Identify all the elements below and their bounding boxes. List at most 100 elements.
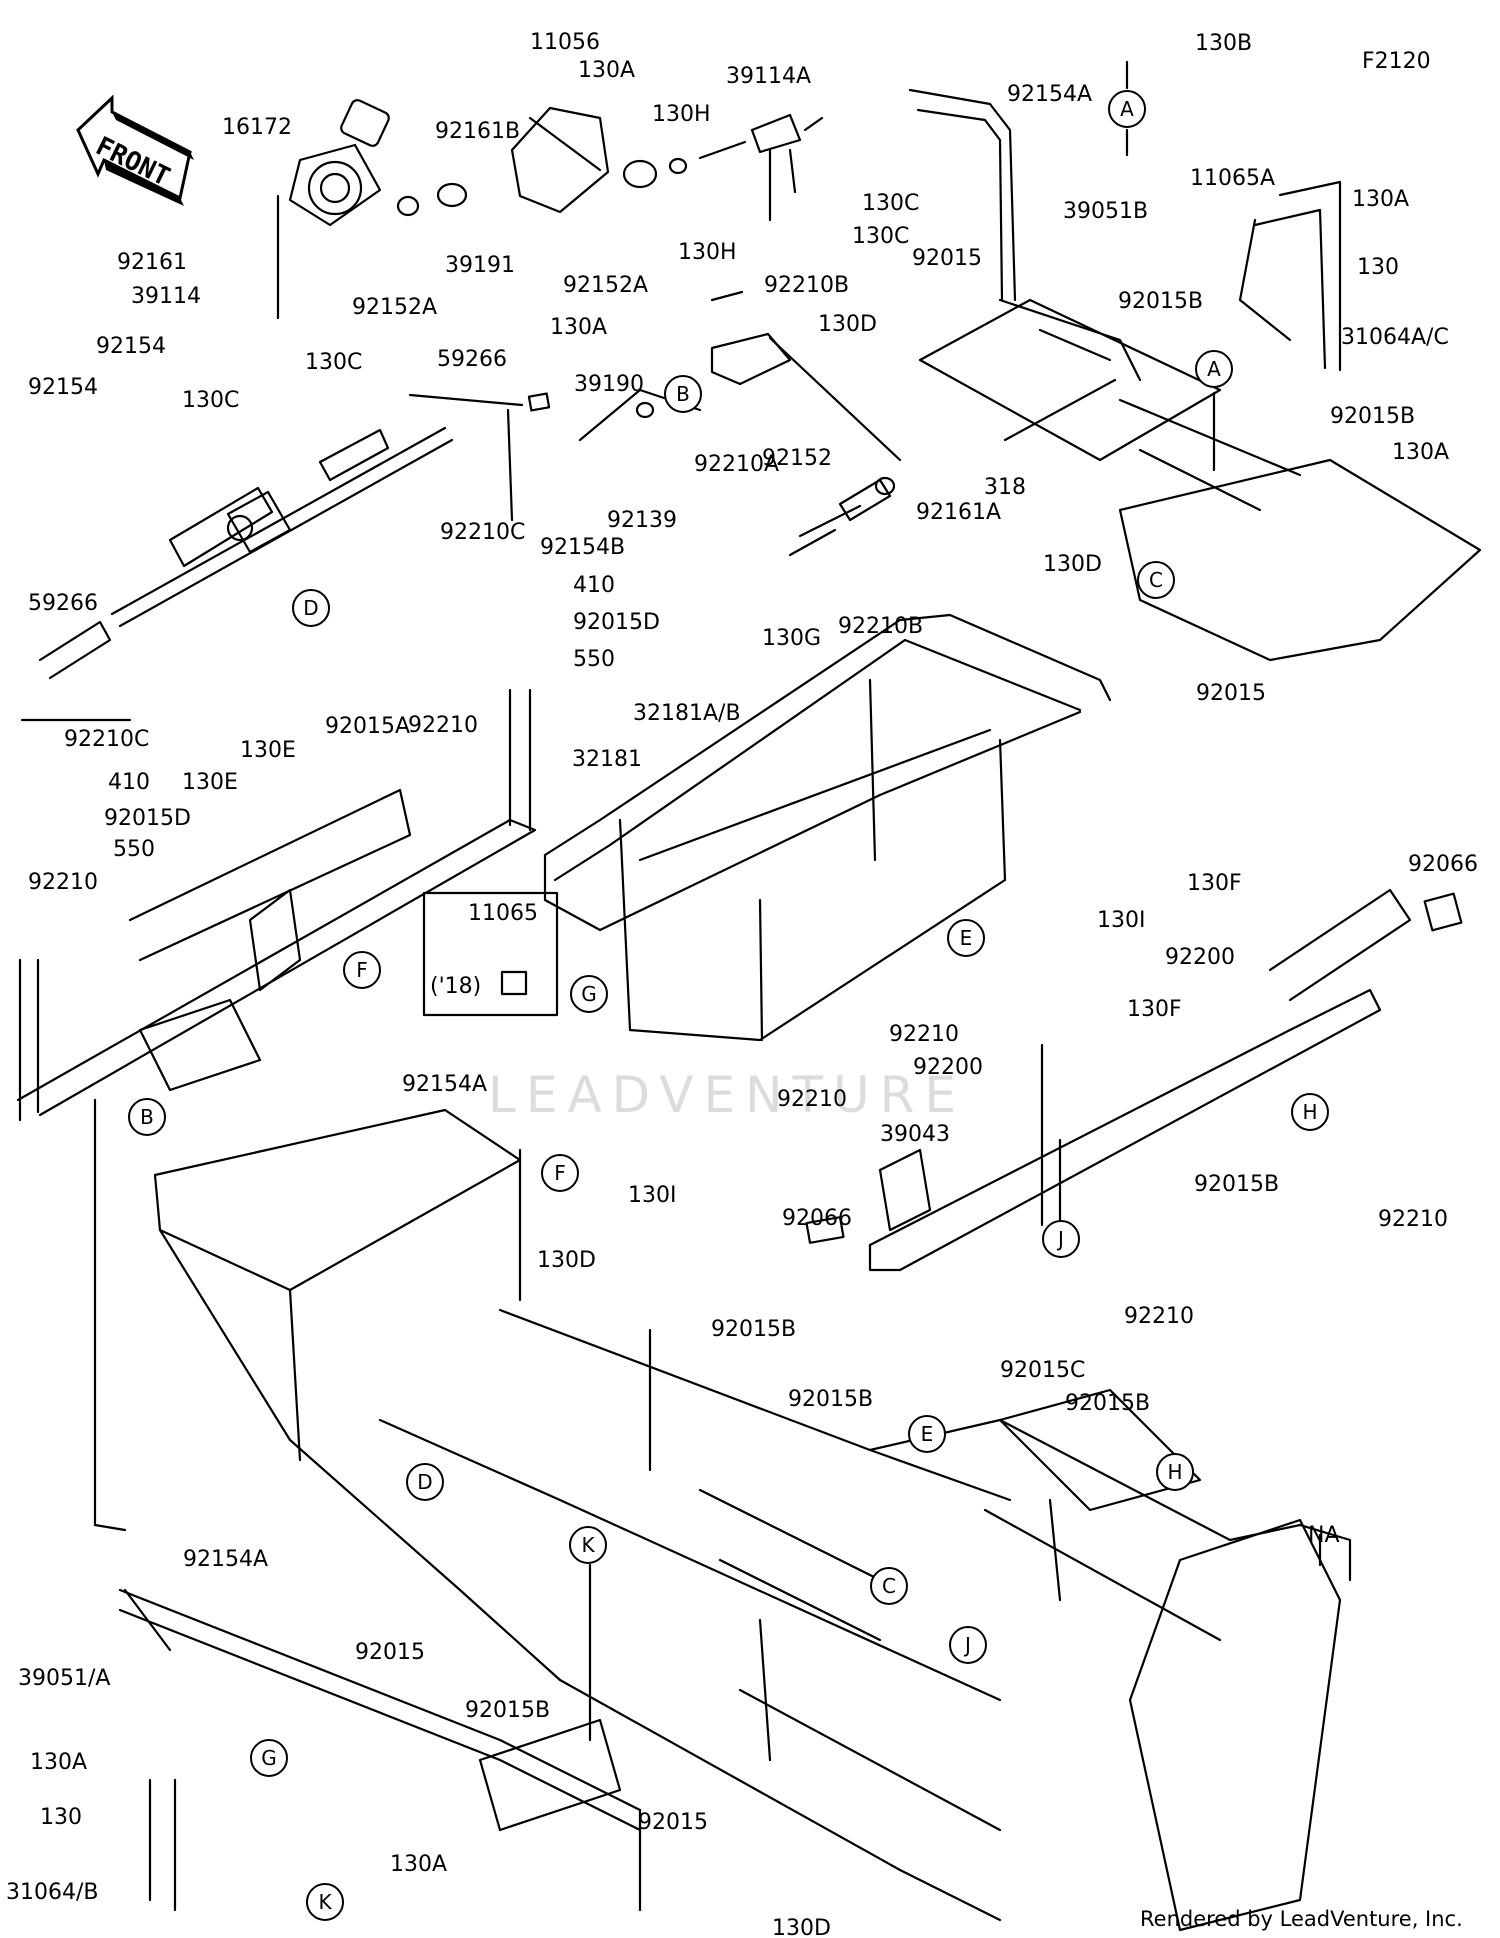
- part-label-92210A: 92210A: [694, 452, 779, 477]
- callout-circle: [1156, 1453, 1194, 1491]
- part-label-130A-d: 130A: [1392, 440, 1449, 465]
- part-label-92152A-a: 92152A: [352, 295, 437, 320]
- callout-circle: [541, 1154, 579, 1192]
- part-label-92161: 92161: [117, 250, 187, 275]
- rear-cargo-frame: [910, 62, 1480, 660]
- part-label-130C-c: 130C: [305, 350, 362, 375]
- arm-92161A: [790, 478, 894, 555]
- part-label-130A-f: 130A: [390, 1852, 447, 1877]
- part-label-39190: 39190: [574, 372, 644, 397]
- part-label-92152: 92152: [762, 446, 832, 471]
- figure-id: F2120: [1362, 49, 1431, 74]
- part-label-130G: 130G: [762, 626, 821, 651]
- callout-A-2: A: [1195, 350, 1233, 388]
- bracket-39190: [580, 292, 900, 460]
- callout-F-1: F: [343, 951, 381, 989]
- part-label-92015B-g: 92015B: [1065, 1391, 1150, 1416]
- callout-E-2: E: [908, 1415, 946, 1453]
- part-label-318: 318: [984, 475, 1026, 500]
- part-label-410-b: 410: [108, 770, 150, 795]
- part-label-130B: 130B: [1195, 31, 1252, 56]
- callout-circle: [570, 975, 608, 1013]
- callout-circle: [870, 1567, 908, 1605]
- part-label-92015B-f: 92015B: [788, 1387, 873, 1412]
- part-label-92066-a: 92066: [1408, 852, 1478, 877]
- part-label-130-a: 130: [1357, 255, 1399, 280]
- part-label-31064AC: 31064A/C: [1341, 325, 1449, 350]
- part-label-130D-c: 130D: [537, 1248, 596, 1273]
- front-arrow: FRONT: [76, 94, 194, 206]
- part-label-92066-b: 92066: [782, 1206, 852, 1231]
- tie-rod-end-39114A: [752, 115, 822, 220]
- part-label-59266-a: 59266: [437, 347, 507, 372]
- callout-circle: [1042, 1220, 1080, 1258]
- callout-circle: [1108, 90, 1146, 128]
- part-label-130F-a: 130F: [1187, 871, 1242, 896]
- part-label-39114A: 39114A: [726, 64, 811, 89]
- callout-letter: C: [882, 1574, 896, 1598]
- part-label-92154-a: 92154: [96, 334, 166, 359]
- part-label-410-a: 410: [573, 573, 615, 598]
- part-label-130D-b: 130D: [1043, 552, 1102, 577]
- part-label-92015C: 92015C: [1000, 1358, 1085, 1383]
- part-label-130: 130: [40, 1805, 82, 1830]
- frame-line-art: [18, 62, 1480, 1930]
- part-label-92015B-a: 92015B: [1118, 289, 1203, 314]
- callout-C-2: C: [870, 1567, 908, 1605]
- callout-circle: [250, 1739, 288, 1777]
- callout-letter: F: [356, 958, 368, 982]
- part-label-39114: 39114: [131, 284, 201, 309]
- part-label-550-b: 550: [113, 837, 155, 862]
- part-label-32181: 32181: [572, 747, 642, 772]
- part-label-130F-b: 130F: [1127, 997, 1182, 1022]
- part-label-550-a: 550: [573, 647, 615, 672]
- callout-C-1: C: [1137, 561, 1175, 599]
- part-label-92154B: 92154B: [540, 535, 625, 560]
- part-label-130I-b: 130I: [628, 1183, 676, 1208]
- part-label-92210-f: 92210: [1124, 1304, 1194, 1329]
- part-label-92152A-b: 92152A: [563, 273, 648, 298]
- part-label-NA: NA: [1308, 1523, 1340, 1548]
- callout-letter: A: [1207, 357, 1221, 381]
- callout-J-2: J: [949, 1626, 987, 1664]
- part-label-92015B-d: 92015B: [1194, 1172, 1279, 1197]
- callout-circle: [1137, 561, 1175, 599]
- callout-letter: D: [417, 1470, 432, 1494]
- callout-D-1: D: [292, 589, 330, 627]
- callout-letter: E: [921, 1422, 934, 1446]
- callout-circle: [569, 1526, 607, 1564]
- callout-letter: F: [554, 1161, 566, 1185]
- callout-circle: [947, 919, 985, 957]
- roll-cage-32181AB: [545, 615, 1110, 1040]
- part-label-130C-a: 130C: [862, 191, 919, 216]
- callout-B-1: B: [664, 375, 702, 413]
- part-label-130D-a: 130D: [818, 312, 877, 337]
- callout-H-1: H: [1291, 1093, 1329, 1131]
- callout-D-2: D: [406, 1463, 444, 1501]
- part-label-92015B-h: 92015B: [465, 1698, 550, 1723]
- part-label-11065A: 11065A: [1190, 166, 1275, 191]
- callout-letter: G: [581, 982, 597, 1006]
- callout-letter: K: [581, 1533, 595, 1557]
- footer-credit: Rendered by LeadVenture, Inc.: [1140, 1907, 1463, 1931]
- part-label-92210C-a: 92210C: [440, 520, 525, 545]
- callout-letter: E: [960, 926, 973, 950]
- callout-circle: [306, 1883, 344, 1921]
- part-label-92139: 92139: [607, 508, 677, 533]
- part-label-39043: 39043: [880, 1122, 950, 1147]
- callout-letter: H: [1302, 1100, 1317, 1124]
- callout-circle: [128, 1098, 166, 1136]
- part-label-16172: 16172: [222, 115, 292, 140]
- part-label-130E-a: 130E: [240, 738, 296, 763]
- part-label-130A-b: 130A: [550, 315, 607, 340]
- callout-G-2: G: [250, 1739, 288, 1777]
- part-label-92015D-b: 92015D: [104, 806, 191, 831]
- callout-letter: K: [318, 1890, 332, 1914]
- watermark: LEADVENTURE: [488, 1066, 966, 1124]
- callout-E-1: E: [947, 919, 985, 957]
- callout-letter: H: [1167, 1460, 1182, 1484]
- part-label-92210B-a: 92210B: [764, 273, 849, 298]
- part-label-130I-a: 130I: [1097, 908, 1145, 933]
